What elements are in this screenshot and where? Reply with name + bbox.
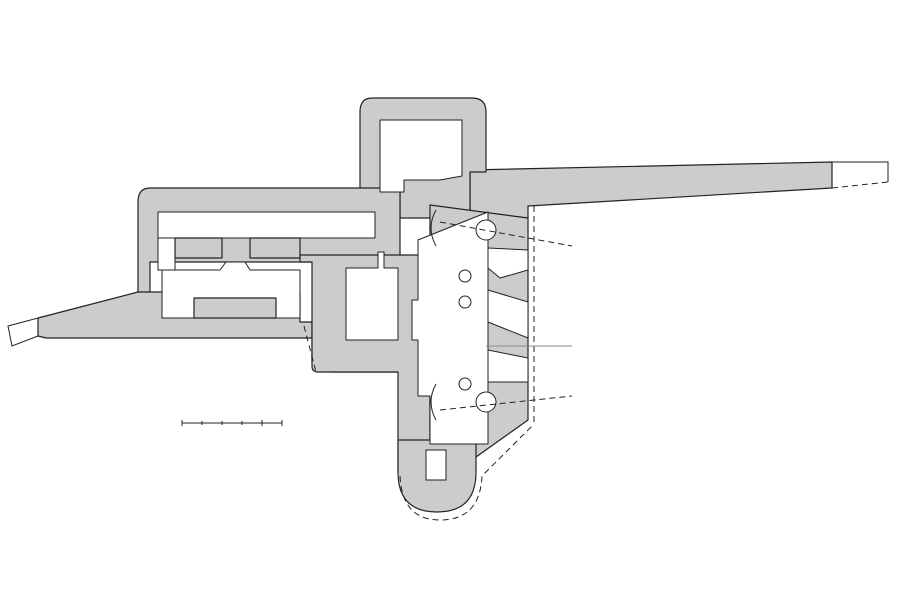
niche-1 — [458, 269, 472, 283]
firing-line-south — [439, 395, 573, 411]
west-room-pillar — [193, 297, 277, 319]
niche-2 — [458, 295, 472, 309]
loophole-2 — [487, 289, 529, 339]
corridor-partition-1 — [174, 237, 223, 259]
gun-embrasure-south — [475, 391, 497, 413]
west-end-cap — [7, 317, 39, 347]
gun-embrasure-north — [475, 219, 497, 241]
bastion-outline-dashed — [399, 423, 535, 521]
firing-line-north — [439, 221, 573, 247]
corridor-partition-2 — [249, 237, 301, 259]
north-east-arm-wall — [469, 161, 833, 219]
embrasures — [458, 219, 529, 413]
bastion-cell — [425, 449, 447, 481]
east-end-dashed — [831, 181, 889, 189]
niche-3 — [458, 377, 472, 391]
arc-north — [430, 209, 437, 247]
arc-south — [430, 383, 437, 421]
west-corridor — [157, 237, 176, 271]
loophole-1 — [487, 247, 529, 279]
loophole-3 — [487, 349, 529, 383]
west-outline-dashed — [303, 325, 317, 373]
scale-bar — [181, 420, 283, 426]
north-tower-room — [379, 119, 463, 193]
east-end-cap — [832, 161, 889, 182]
firing-lines — [7, 161, 889, 521]
central-room — [345, 251, 399, 341]
upper-corridor — [157, 211, 376, 239]
